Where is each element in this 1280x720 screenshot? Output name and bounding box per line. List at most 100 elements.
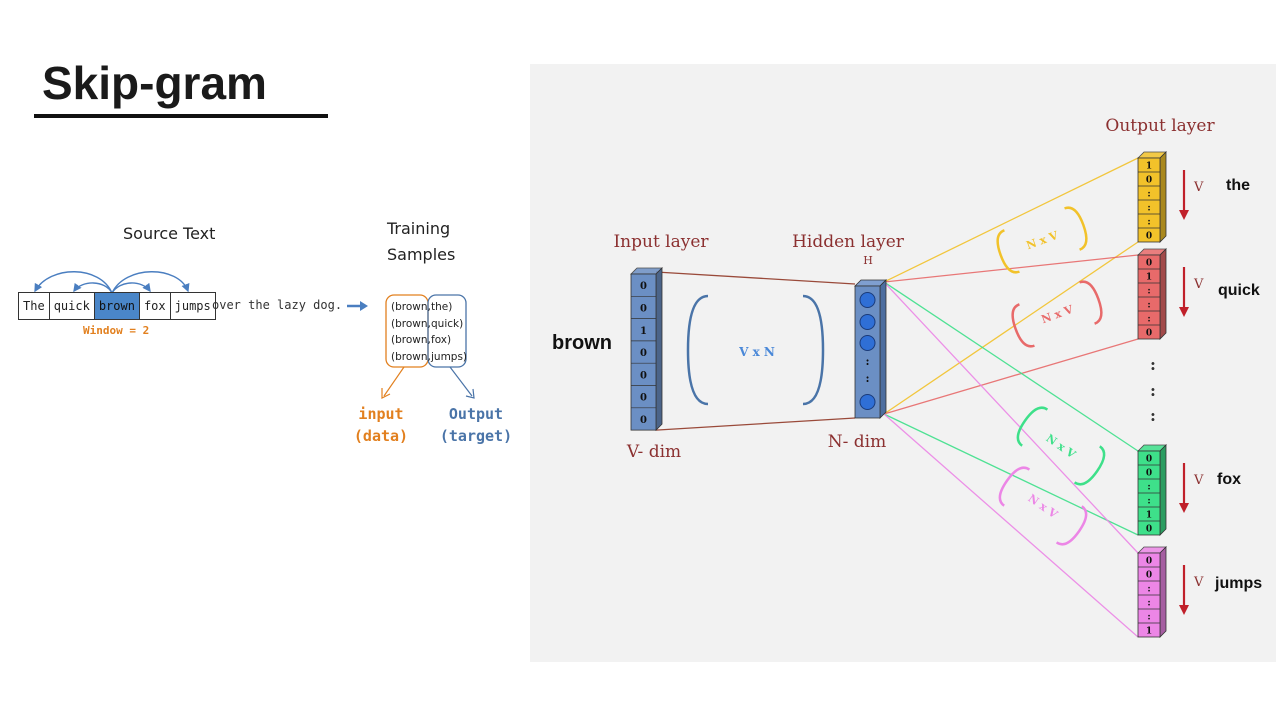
source-word: jumps bbox=[169, 292, 216, 320]
column-side bbox=[1159, 444, 1167, 536]
output-cell-value: : bbox=[1147, 218, 1150, 228]
input-cell-value: 0 bbox=[640, 348, 647, 359]
hidden-layer-column: :: bbox=[854, 279, 887, 419]
input-cell-value: 0 bbox=[640, 303, 647, 314]
hidden-output-link bbox=[883, 281, 1139, 554]
output-layer-label: Output layer bbox=[1105, 116, 1215, 136]
down-arrow-head-icon bbox=[1179, 503, 1189, 513]
training-title-line1: Training bbox=[387, 219, 451, 238]
source-word: fox bbox=[138, 292, 171, 320]
output-column-fox bbox=[1137, 444, 1167, 536]
svg-text::: : bbox=[1150, 406, 1156, 425]
bracket-left bbox=[998, 466, 1031, 507]
output-cell-value: : bbox=[1147, 204, 1150, 214]
hidden-node bbox=[859, 335, 876, 351]
hidden-symbol: H bbox=[863, 254, 873, 267]
hidden-ellipsis: : bbox=[865, 372, 869, 385]
svg-text::: : bbox=[1150, 355, 1156, 374]
v-dim-label: V- dim bbox=[626, 442, 681, 462]
output-column-quick bbox=[1137, 248, 1167, 340]
output-column-jumps bbox=[1137, 546, 1167, 638]
input-vector-column bbox=[630, 267, 663, 432]
center-word: brown bbox=[93, 292, 140, 320]
weight-out-label: N x V bbox=[1040, 303, 1076, 327]
context-arcs bbox=[34, 271, 190, 294]
v-size-label: V bbox=[1193, 473, 1204, 488]
column-side bbox=[1159, 151, 1167, 243]
down-arrow-head-icon bbox=[1179, 605, 1189, 615]
source-text-title: Source Text bbox=[123, 224, 216, 243]
output-word-fox: fox bbox=[1217, 471, 1241, 488]
slide-title: Skip-gram bbox=[42, 57, 267, 109]
arrow-right-icon bbox=[347, 301, 368, 311]
training-pair: (brown,jumps) bbox=[391, 350, 468, 363]
training-pair: (brown,fox) bbox=[391, 334, 452, 346]
column-front bbox=[630, 273, 657, 431]
output-cell-value: : bbox=[1147, 190, 1150, 200]
down-arrow-head-icon bbox=[1179, 210, 1189, 220]
source-word: The bbox=[18, 292, 50, 320]
output-cell-value: 0 bbox=[1146, 571, 1152, 581]
input-word: brown bbox=[552, 332, 612, 354]
output-target-label: Output (target) bbox=[439, 405, 513, 445]
input-layer-label: Input layer bbox=[613, 232, 709, 252]
bracket-left bbox=[1011, 303, 1035, 348]
input-hidden-link bbox=[655, 417, 856, 431]
output-cell-value: : bbox=[1147, 315, 1150, 325]
output-cell-value: 1 bbox=[1146, 162, 1152, 172]
training-samples-title: Training Samples bbox=[387, 216, 455, 268]
hidden-layer-label: Hidden layer bbox=[792, 232, 905, 252]
weight-out-label: N x V bbox=[1025, 229, 1061, 253]
output-cell-value: : bbox=[1147, 497, 1150, 507]
column-side bbox=[1159, 248, 1167, 340]
source-sentence: The quick brown fox jumps bbox=[18, 292, 216, 320]
hidden-node bbox=[859, 292, 876, 308]
hidden-node bbox=[859, 314, 876, 330]
v-size-label: V bbox=[1193, 180, 1204, 195]
bracket-right bbox=[1055, 505, 1088, 546]
hidden-output-link bbox=[883, 413, 1139, 638]
column-side bbox=[1159, 546, 1167, 638]
hidden-node bbox=[859, 394, 876, 410]
down-arrow-head-icon bbox=[1179, 307, 1189, 317]
output-cell-value: 1 bbox=[1146, 511, 1152, 521]
output-cell-value: : bbox=[1147, 599, 1150, 609]
bracket-right bbox=[1064, 206, 1088, 251]
bracket-right bbox=[1079, 280, 1103, 325]
svg-text::: : bbox=[1150, 381, 1156, 400]
input-cell-value: 0 bbox=[640, 393, 647, 404]
output-cell-value: 0 bbox=[1146, 232, 1152, 242]
output-word-the: the bbox=[1226, 177, 1250, 194]
source-word: quick bbox=[48, 292, 95, 320]
output-cell-value: 0 bbox=[1146, 176, 1152, 186]
training-pairs: (brown,the) (brown,quick) (brown,fox) (b… bbox=[391, 299, 467, 365]
output-word-quick: quick bbox=[1218, 282, 1260, 299]
training-title-line2: Samples bbox=[387, 245, 456, 264]
hidden-output-link bbox=[883, 157, 1139, 283]
output-cell-value: 0 bbox=[1146, 329, 1152, 339]
weight-in-label: V x N bbox=[738, 345, 775, 359]
input-hidden-link bbox=[655, 271, 856, 285]
weight-matrix-out: N x V bbox=[1011, 280, 1103, 348]
hidden-output-link bbox=[883, 254, 1139, 283]
output-cell-value: 0 bbox=[1146, 557, 1152, 567]
input-data-label: input (data) bbox=[353, 405, 409, 445]
output-ellipsis: : : : bbox=[1150, 355, 1156, 425]
input-cell-value: 0 bbox=[640, 415, 647, 426]
input-cell-value: 0 bbox=[640, 370, 647, 381]
weight-matrix-in: V x N bbox=[686, 294, 825, 406]
output-cell-value: 0 bbox=[1146, 259, 1152, 269]
training-pair: (brown,the) bbox=[391, 301, 453, 313]
hidden-ellipsis: : bbox=[865, 355, 869, 368]
input-cell-value: 1 bbox=[640, 326, 647, 337]
output-cell-value: : bbox=[1147, 483, 1150, 493]
training-pair: (brown,quick) bbox=[391, 317, 464, 330]
output-column-the bbox=[1137, 151, 1167, 243]
output-cell-value: : bbox=[1147, 585, 1150, 595]
output-cell-value: 0 bbox=[1146, 525, 1152, 535]
bracket-left bbox=[1016, 406, 1049, 447]
column-side bbox=[879, 279, 887, 419]
output-cell-value: : bbox=[1147, 287, 1150, 297]
output-cell-value: 0 bbox=[1146, 455, 1152, 465]
